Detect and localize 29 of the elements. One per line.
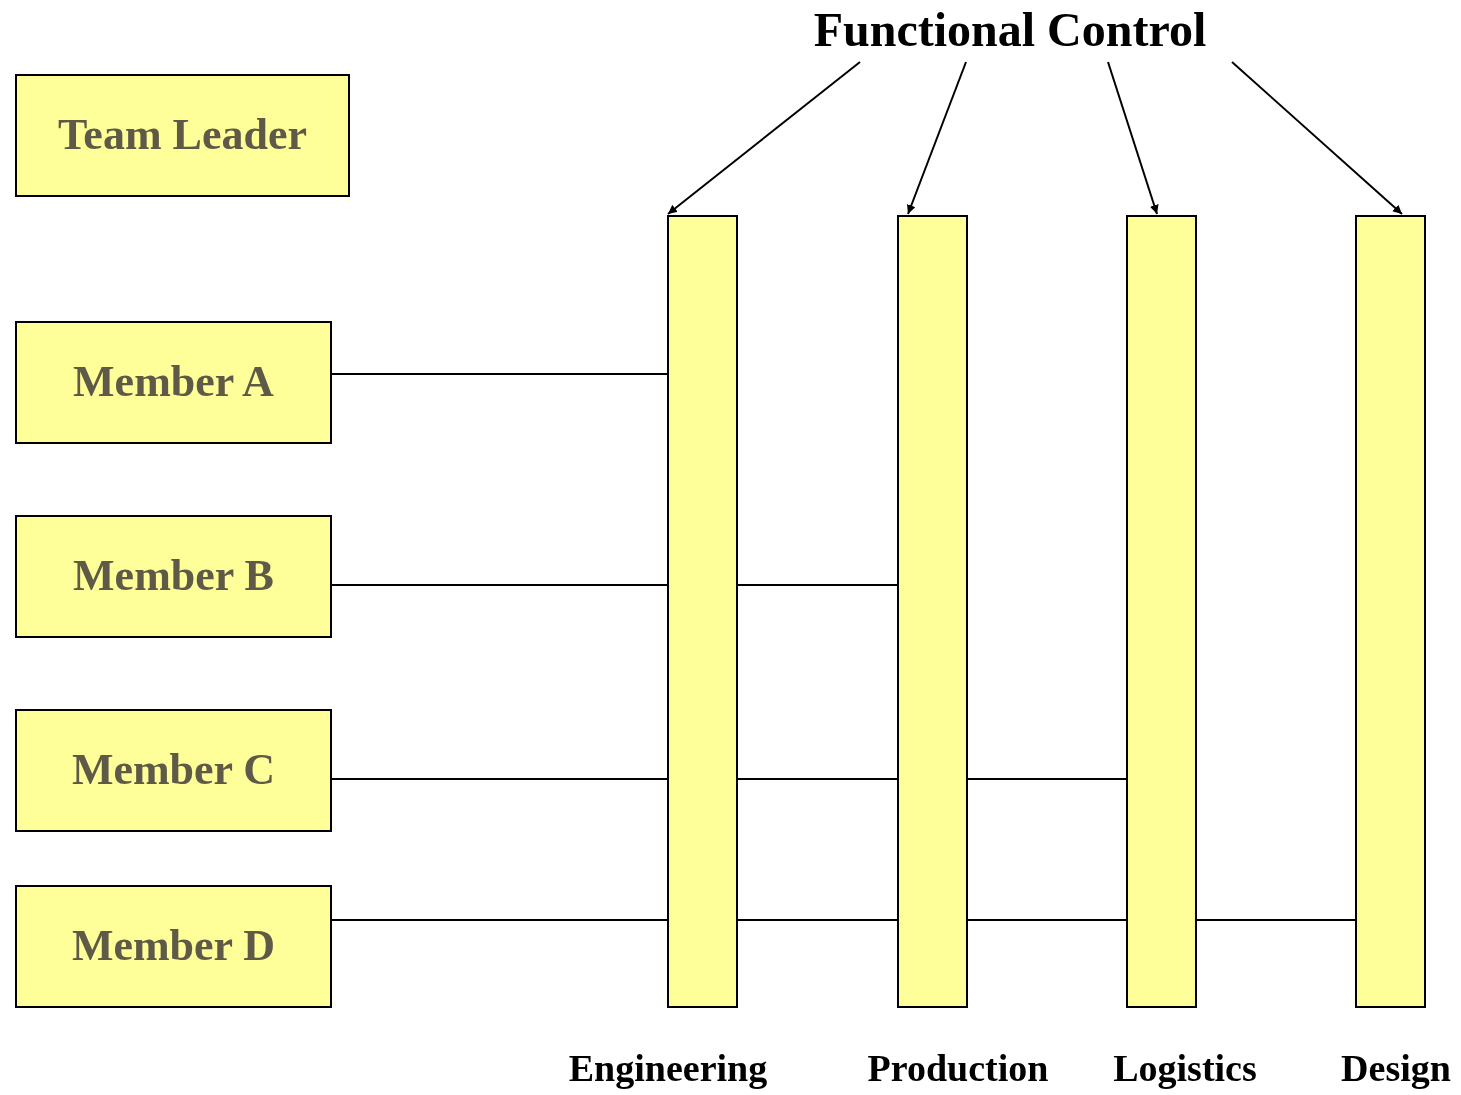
arrow bbox=[1107, 61, 1159, 215]
heading-text: Functional Control bbox=[760, 2, 1260, 58]
connector-line bbox=[967, 778, 1127, 780]
role-label: Member D bbox=[71, 922, 276, 971]
connector-line bbox=[737, 778, 898, 780]
role-box bbox=[15, 321, 332, 444]
role-label: Member A bbox=[73, 358, 274, 407]
role-label: Member C bbox=[71, 746, 276, 795]
role-label: Team Leader bbox=[58, 111, 307, 160]
role-box bbox=[15, 885, 332, 1008]
connector-line bbox=[331, 778, 668, 780]
column-label: Engineering bbox=[568, 1048, 768, 1090]
connector-line bbox=[331, 373, 668, 375]
role-label: Member B bbox=[73, 552, 274, 601]
column-label: Production bbox=[867, 1048, 1049, 1090]
connector-line bbox=[737, 919, 898, 921]
column-label: Logistics bbox=[1113, 1048, 1257, 1090]
connector-line bbox=[967, 919, 1127, 921]
connector-line bbox=[331, 584, 668, 586]
role-box bbox=[15, 74, 350, 197]
arrow bbox=[907, 61, 967, 215]
arrow bbox=[667, 61, 861, 215]
role-box bbox=[15, 515, 332, 638]
connector-line bbox=[1196, 919, 1356, 921]
role-box bbox=[15, 709, 332, 832]
connector-line bbox=[737, 584, 898, 586]
connector-line bbox=[331, 919, 668, 921]
column-label: Design bbox=[1341, 1048, 1451, 1090]
arrow bbox=[1231, 61, 1403, 215]
